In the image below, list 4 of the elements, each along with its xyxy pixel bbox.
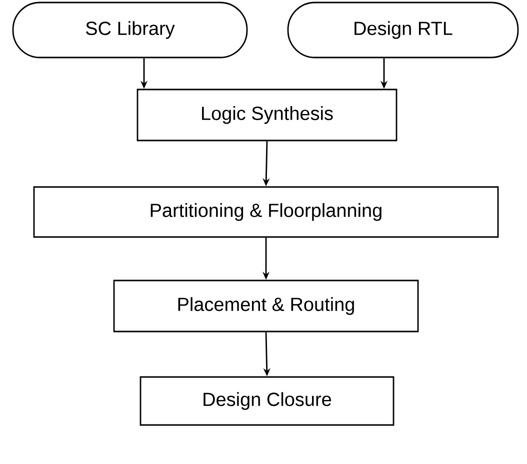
process-box: Placement & Routing xyxy=(113,280,419,332)
process-box: Design Closure xyxy=(140,376,394,426)
process-box: Partitioning & Floorplanning xyxy=(33,186,499,238)
process-box: Logic Synthesis xyxy=(136,88,398,142)
